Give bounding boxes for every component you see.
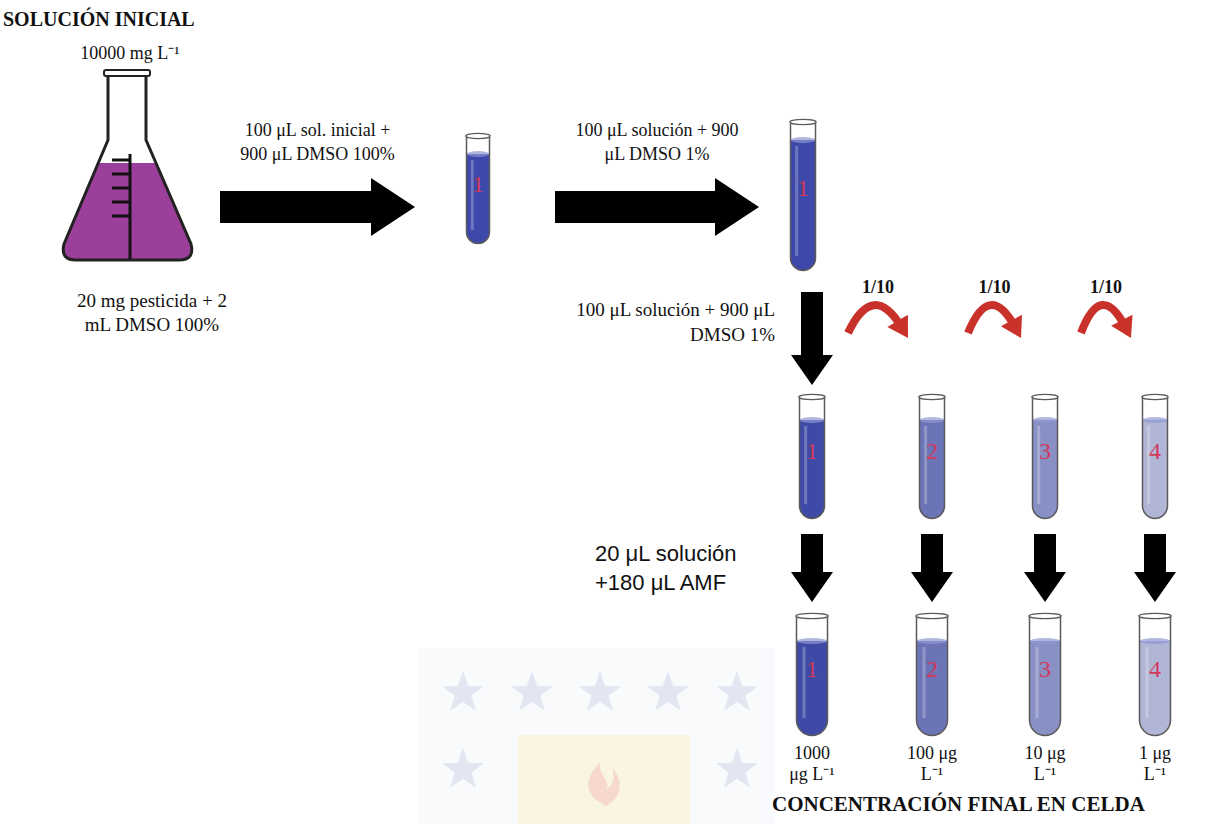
stock-recipe: 20 mg pesticida + 2 mL DMSO 100% xyxy=(67,289,237,337)
tube-node: 1 xyxy=(456,132,500,245)
university-watermark xyxy=(418,648,775,824)
dilution-arrow xyxy=(220,178,415,236)
tube-node: 3 xyxy=(1023,393,1067,520)
dilution-arrow xyxy=(848,305,908,338)
arrow-head xyxy=(1111,315,1132,338)
tube-liquid xyxy=(1033,420,1058,518)
dilution-arrow xyxy=(911,534,953,602)
block-arrow xyxy=(791,292,833,385)
erlenmeyer-flask xyxy=(60,68,195,263)
tube-node: 4 xyxy=(1133,393,1177,520)
dilution-arrow xyxy=(555,178,759,236)
diagram-title: SOLUCIÓN INICIAL xyxy=(3,8,195,31)
dilution-arrow xyxy=(1081,305,1133,338)
stock-concentration: 10000 mg L⁻¹ xyxy=(55,40,205,64)
dilution-arrow xyxy=(1134,534,1176,602)
tube-liquid xyxy=(791,140,816,270)
arrow-head xyxy=(1001,315,1022,338)
tube-liquid xyxy=(797,641,828,735)
edge-label: 100 μL solución + 900 μL DMSO 1% xyxy=(575,298,775,347)
block-arrow xyxy=(1134,534,1176,602)
dilution-arrow xyxy=(791,292,833,385)
block-arrow xyxy=(791,534,833,602)
watermark-panel xyxy=(518,735,690,824)
edge-label: 20 μL solución +180 μL AMF xyxy=(595,540,775,597)
tube-number: 2 xyxy=(910,438,954,465)
tube-liquid xyxy=(920,420,945,518)
tube-number: 4 xyxy=(1123,656,1187,683)
final-concentration: 10 μg L⁻¹ xyxy=(1018,743,1072,784)
tube-node: 1 1000 μg L⁻¹ xyxy=(780,612,844,784)
tube-liquid xyxy=(800,420,825,518)
block-arrow xyxy=(911,534,953,602)
tube-liquid xyxy=(1143,420,1168,518)
tube-number: 1 xyxy=(781,175,825,202)
final-concentration: 1000 μg L⁻¹ xyxy=(785,743,839,784)
dilution-arrow xyxy=(791,534,833,602)
tube-number: 2 xyxy=(900,656,964,683)
tube-number: 3 xyxy=(1013,656,1077,683)
edge-label: 1/10 xyxy=(862,277,894,298)
arrow-head xyxy=(887,315,908,338)
tube-number: 1 xyxy=(456,171,500,198)
final-concentration: 100 μg L⁻¹ xyxy=(905,743,959,784)
edge-label: 1/10 xyxy=(978,277,1010,298)
watermark-flame xyxy=(588,762,619,806)
block-arrow xyxy=(555,178,759,236)
tube-node: 1 xyxy=(781,118,825,272)
tube-node: 4 1 μg L⁻¹ xyxy=(1123,612,1187,784)
dilution-arrow xyxy=(1024,534,1066,602)
caption-label: CONCENTRACIÓN FINAL EN CELDA xyxy=(772,792,1145,817)
tube-number: 1 xyxy=(790,438,834,465)
flask-node: 10000 mg L⁻¹ 20 mg pesticida + 2 mL DMSO … xyxy=(45,40,270,337)
tube-liquid xyxy=(917,641,948,735)
block-arrow xyxy=(220,178,415,236)
tube-node: 2 xyxy=(910,393,954,520)
edge-label: 100 μL solución + 900 μL DMSO 1% xyxy=(570,119,745,166)
tube-liquid xyxy=(1030,641,1061,735)
tube-liquid xyxy=(1140,641,1171,735)
dilution-arrow xyxy=(968,305,1022,338)
tube-node: 1 xyxy=(790,393,834,520)
tube-liquid xyxy=(467,154,490,244)
tube-number: 1 xyxy=(780,656,844,683)
tube-node: 3 10 μg L⁻¹ xyxy=(1013,612,1077,784)
tube-number: 4 xyxy=(1133,438,1177,465)
watermark-ground xyxy=(418,648,775,824)
final-concentration: 1 μg L⁻¹ xyxy=(1128,743,1182,784)
edge-label: 1/10 xyxy=(1090,277,1122,298)
tube-number: 3 xyxy=(1023,438,1067,465)
edge-label: 100 μL sol. inicial + 900 μL DMSO 100% xyxy=(230,119,405,166)
tube-node: 2 100 μg L⁻¹ xyxy=(900,612,964,784)
block-arrow xyxy=(1024,534,1066,602)
